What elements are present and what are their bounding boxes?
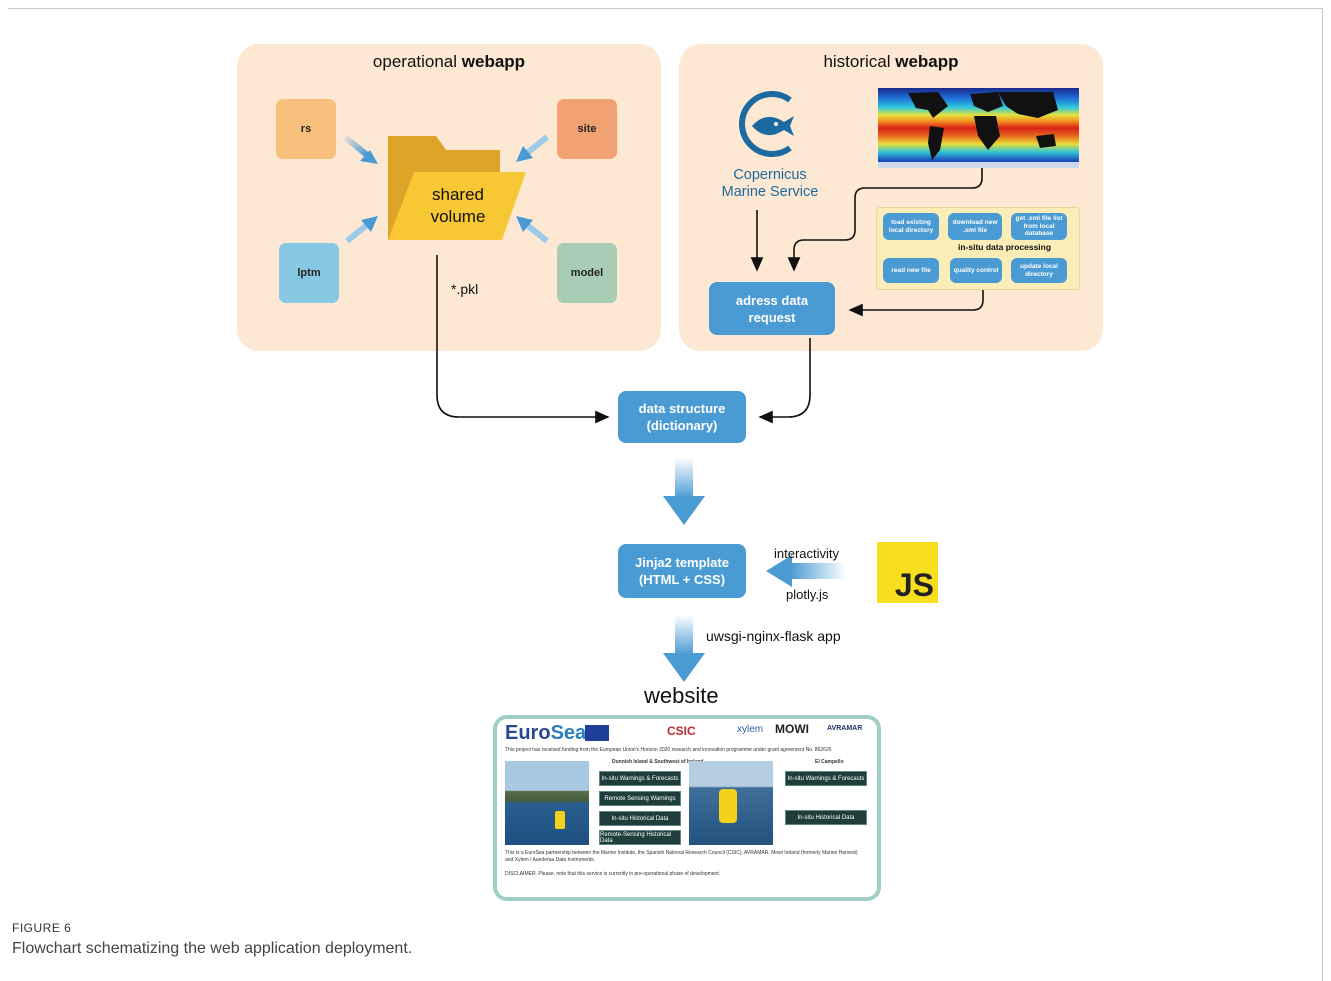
preview-site2-title: El Campello: [815, 759, 844, 765]
template-to-website-arrow: [663, 615, 705, 682]
preview-btn-left-1[interactable]: In-situ Warnings & Forecasts: [599, 771, 681, 786]
partner-xylem: xylem: [737, 724, 764, 735]
download-new-step: download new .xml file: [948, 213, 1002, 240]
preview-funding-text: This project has received funding from t…: [505, 747, 832, 753]
js-to-template-arrow: [766, 555, 846, 587]
preview-logo: EuroSea: [505, 722, 587, 744]
rs-to-folder-arrow: [343, 134, 378, 164]
map-to-request-line: [787, 168, 983, 272]
javascript-logo-icon: JS: [877, 542, 938, 603]
preview-btn-left-3[interactable]: In-situ Historical Data: [599, 811, 681, 826]
preview-btn-right-2[interactable]: In-situ Historical Data: [785, 810, 867, 825]
plotly-label: plotly.js: [786, 587, 829, 602]
preview-footer-text: This is a EuroSea partnership between th…: [505, 850, 858, 863]
website-preview: EuroSea CSIC xylem MOWI AVRAMAR This pro…: [493, 715, 881, 901]
js-logo-text: JS: [894, 567, 934, 603]
lptm-to-folder-arrow: [345, 216, 378, 244]
preview-btn-right-1[interactable]: In-situ Warnings & Forecasts: [785, 771, 867, 786]
ocean-temperature-map: [878, 88, 1079, 168]
preview-disclaimer: DISCLAIMER. Please, note that this servi…: [505, 871, 721, 877]
interactivity-label: interactivity: [774, 546, 840, 561]
figure-frame-right: [1322, 8, 1323, 981]
insitu-title: in-situ data processing: [958, 242, 1052, 252]
site-source: site: [557, 99, 617, 159]
eu-flag-icon: [585, 725, 609, 741]
site-to-folder-arrow: [516, 134, 549, 162]
get-xml-step: get .xml file list from local database: [1011, 213, 1067, 240]
quality-control-step: quality control: [950, 258, 1002, 283]
model-to-folder-arrow: [516, 216, 549, 244]
lptm-source: lptm: [279, 243, 339, 303]
load-existing-step: load existing local directory: [883, 213, 939, 240]
rs-source: rs: [276, 99, 336, 159]
update-local-step: update local directory: [1011, 258, 1067, 283]
shared-volume-folder-icon: [388, 136, 526, 240]
structure-to-template-arrow: [663, 458, 705, 525]
website-label: website: [644, 683, 719, 708]
partner-avramar: AVRAMAR: [827, 725, 863, 732]
copernicus-logo-icon: [739, 91, 794, 157]
pkl-label: *.pkl: [451, 281, 479, 297]
insitu-to-request-line: [848, 287, 984, 317]
address-request-box: adress data request: [709, 282, 835, 335]
pkl-to-structure-line: [436, 255, 610, 424]
figure-caption: Flowchart schematizing the web applicati…: [12, 940, 413, 957]
uwsgi-label: uwsgi-nginx-flask app: [706, 628, 841, 644]
partner-csic: CSIC: [667, 724, 696, 738]
preview-btn-left-2[interactable]: Remote Sensing Warnings: [599, 791, 681, 806]
preview-site1-title: Dunnish Island & Southwest of Ireland: [612, 759, 704, 765]
read-new-step: read new file: [883, 258, 939, 283]
jinja-template-box: Jinja2 template (HTML + CSS): [618, 544, 746, 598]
request-to-structure-line: [758, 338, 811, 424]
preview-photo-right: [689, 761, 773, 845]
data-structure-box: data structure (dictionary): [618, 391, 746, 443]
figure-frame-top: [8, 8, 1323, 9]
operational-title: operational webapp: [372, 52, 526, 71]
historical-title: historical webapp: [823, 52, 959, 71]
figure-number: FIGURE 6: [12, 921, 72, 935]
model-source: model: [557, 243, 617, 303]
preview-btn-left-4[interactable]: Remote-Sensing Historical Data: [599, 830, 681, 845]
partner-mowi: MOWI: [775, 722, 809, 736]
preview-photo-left: [505, 761, 589, 845]
